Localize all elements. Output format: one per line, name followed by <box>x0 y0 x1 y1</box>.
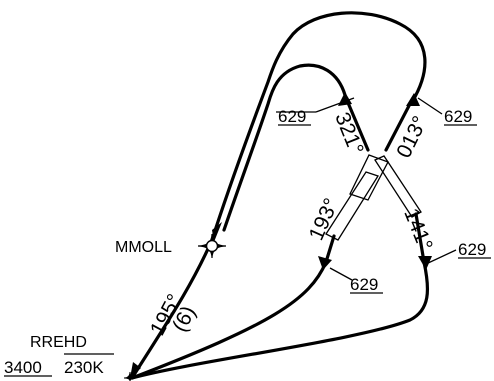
rrehd-star-icon <box>123 371 137 381</box>
altitude-629-lower-right: 629 <box>458 240 486 259</box>
outer-loop-track <box>130 11 427 380</box>
course-193-label: 193° <box>305 195 344 244</box>
leg-141-arrow <box>418 256 432 270</box>
leg-193-arrow <box>318 256 332 270</box>
runway-right <box>374 155 422 218</box>
leg-013-track <box>384 98 414 152</box>
course-141-label: 141° <box>399 205 437 254</box>
alt-629-upper-right-leader <box>417 97 443 115</box>
runway-upper-left <box>349 154 389 201</box>
rrehd-speed: 230K <box>64 358 104 377</box>
course-321-label: 321° <box>330 109 368 158</box>
rrehd-label: RREHD <box>30 334 87 351</box>
altitude-629-lower-left: 629 <box>350 275 378 294</box>
alt-629-upper-left-leader <box>315 97 355 113</box>
leg-013-arrow <box>406 93 420 106</box>
mmoll-fix-symbol <box>197 233 227 259</box>
outer-loop-arrow-down <box>212 222 222 242</box>
alt-629-lower-left-leader <box>329 267 353 281</box>
alt-629-lower-right-leader <box>425 249 457 265</box>
leg-321-track <box>344 96 370 152</box>
runway-symbol <box>325 154 422 241</box>
rrehd-altitude: 3400 <box>4 358 42 377</box>
mmoll-label: MMOLL <box>115 239 172 256</box>
runway-lower-left <box>325 171 379 241</box>
leg-141-track <box>130 212 430 380</box>
course-013-label: 013° <box>392 113 432 162</box>
inner-loop-track <box>222 63 347 232</box>
leg-193-track <box>130 234 336 380</box>
altitude-629-upper-right: 629 <box>444 107 472 126</box>
altitude-629-upper-left: 629 <box>278 107 306 126</box>
fix-center-icon <box>205 239 219 253</box>
rrehd-fix-symbol <box>123 371 137 381</box>
leg-195-arrow <box>130 362 141 378</box>
